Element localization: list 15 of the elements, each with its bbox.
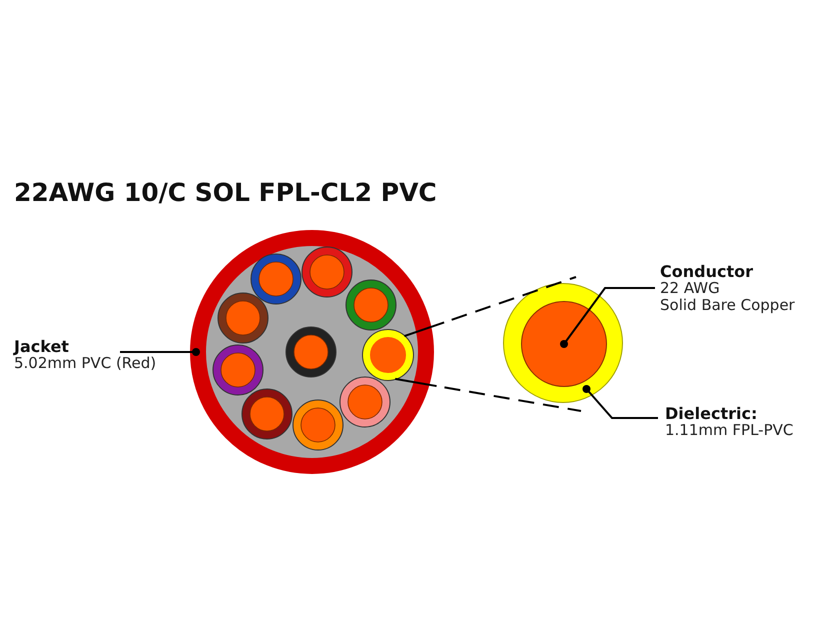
zoom-projection-line	[404, 276, 576, 338]
leader-line	[560, 287, 655, 348]
callout-heading: Jacket	[14, 338, 70, 355]
leader-line	[582, 385, 658, 419]
conductor-core	[521, 301, 607, 387]
leader-line	[120, 348, 200, 356]
zoom-projection-line	[395, 378, 582, 412]
diagram-title: 22AWG 10/C SOL FPL-CL2 PVC	[14, 178, 437, 207]
callout-heading: Conductor	[660, 263, 754, 280]
callout-description: 1.11mm FPL-PVC	[665, 422, 794, 439]
callout-description: Solid Bare Copper	[660, 297, 796, 314]
callout-description: 22 AWG	[660, 280, 721, 297]
callout-description: 5.02mm PVC (Red)	[14, 355, 158, 372]
callout-heading: Dielectric:	[665, 405, 758, 422]
insulated-wire	[363, 330, 413, 380]
